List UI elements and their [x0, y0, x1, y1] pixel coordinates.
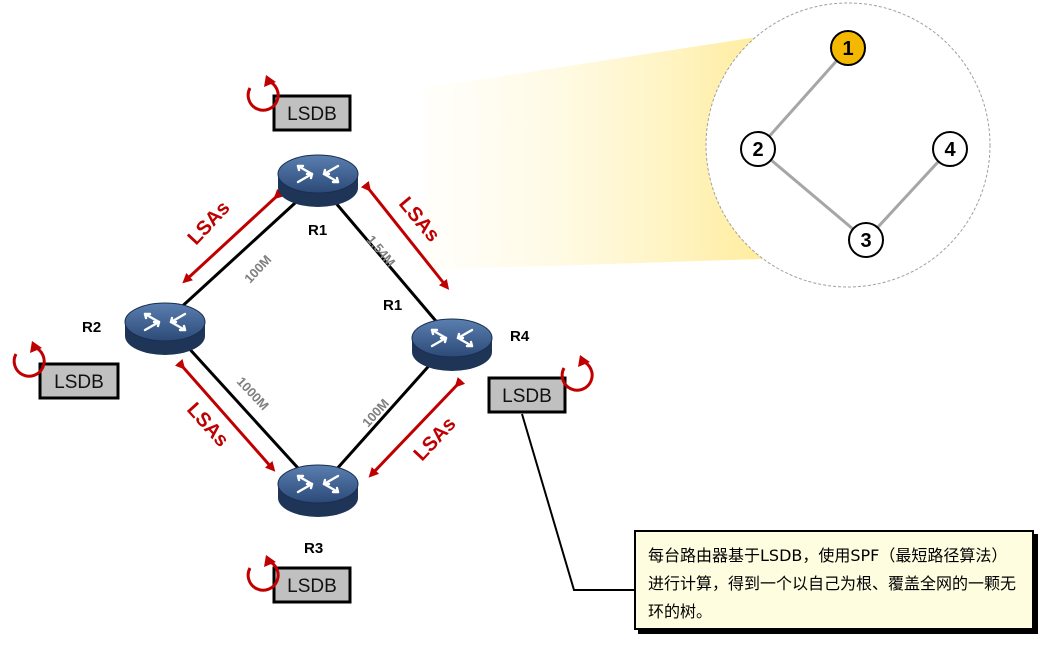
router-r1-label: R1	[308, 222, 327, 239]
lsdb-r4: LSDB	[487, 353, 594, 414]
tree-node-2: 2	[740, 131, 776, 167]
router-r4	[410, 317, 494, 373]
link-speed-r1-r4: 1.54M	[364, 232, 399, 269]
spotlight-beam	[425, 32, 790, 270]
tree-node-4-label: 4	[944, 139, 956, 161]
lsdb-r4-label: LSDB	[502, 386, 552, 407]
lsas-label-r2-r3: LSAs	[182, 399, 233, 452]
tree-node-1-label: 1	[842, 38, 853, 60]
link-speed-r2-r3: 1000M	[234, 374, 272, 413]
refresh-icon	[12, 339, 46, 378]
extra-r1-label: R1	[383, 297, 402, 314]
lsdb-r2: LSDB	[12, 339, 120, 400]
tree-node-2-label: 2	[752, 139, 763, 161]
link-speed-r1-r2: 100M	[241, 252, 274, 286]
refresh-icon	[246, 73, 280, 112]
spf-explanation-note: 每台路由器基于LSDB，使用SPF（最短路径算法）进行计算，得到一个以自己为根、…	[634, 530, 1034, 630]
router-r3-label: R3	[304, 540, 323, 557]
lsdb-r2-label: LSDB	[54, 372, 104, 393]
tree-edge-2-3	[757, 147, 867, 242]
lsa-arrow-r2-r3	[174, 358, 276, 472]
router-r2	[123, 301, 207, 357]
lsdb-r1: LSDB	[246, 73, 352, 132]
lsdb-r3: LSDB	[246, 553, 352, 604]
tree-node-1: 1	[830, 30, 866, 66]
tree-circle	[705, 2, 991, 288]
lsa-arrow-r1-r2	[182, 188, 285, 284]
tree-edge-3-4	[864, 147, 952, 242]
spf-tree-panel: 1 2 3 4	[705, 2, 991, 288]
tree-node-3: 3	[848, 222, 884, 258]
lsdb-r3-label: LSDB	[287, 576, 337, 597]
refresh-icon	[560, 353, 594, 392]
lsa-arrow-r3-r4	[368, 376, 466, 478]
callout-connector	[521, 413, 634, 591]
lsdb-r1-label: LSDB	[287, 104, 337, 125]
router-r3	[276, 463, 360, 519]
tree-node-4: 4	[932, 131, 968, 167]
tree-node-3-label: 3	[860, 230, 871, 252]
lsas-label-r3-r4: LSAs	[410, 413, 461, 465]
tree-edge-1-2	[756, 47, 850, 150]
router-r4-label: R4	[510, 328, 530, 345]
router-r2-label: R2	[82, 319, 101, 336]
lsa-arrow-r1-r4	[360, 180, 450, 290]
router-r1	[276, 153, 360, 209]
